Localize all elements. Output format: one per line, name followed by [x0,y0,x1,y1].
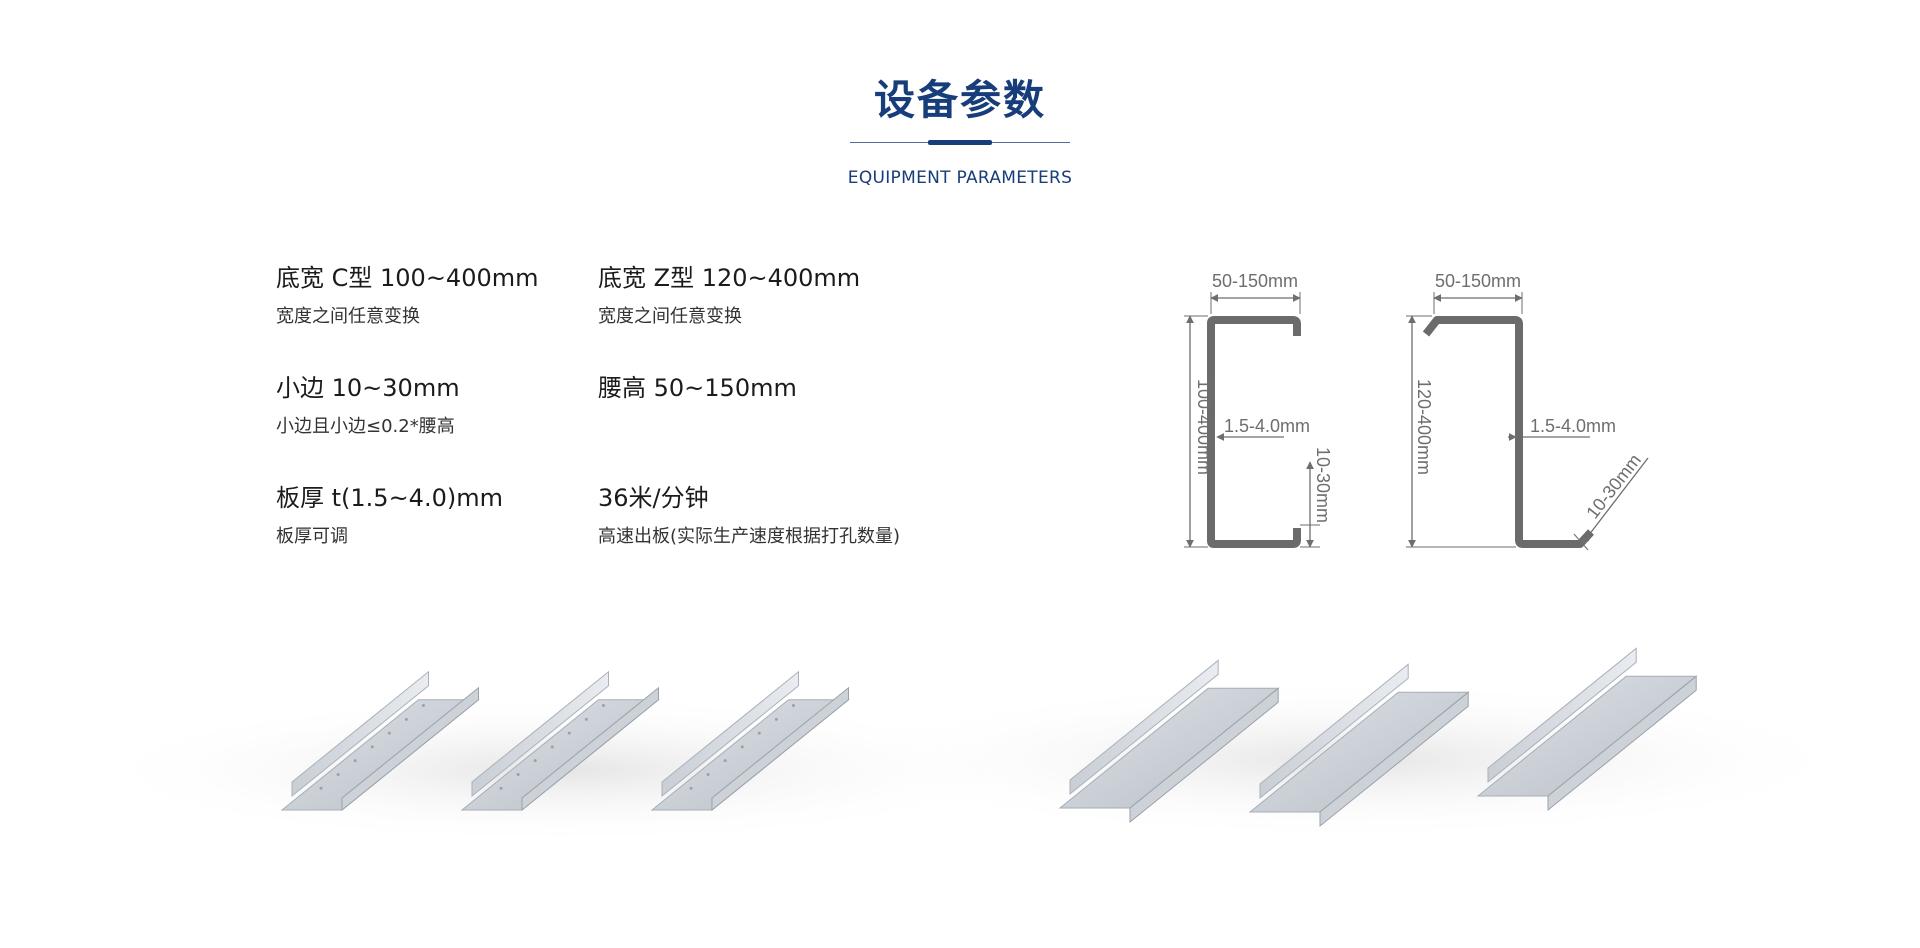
param-title: 小边 10~30mm [276,374,460,402]
channel-punch-hole [740,745,744,749]
z-lip-label: 10-30mm [1582,450,1645,522]
param-description: 宽度之间任意变换 [598,306,742,327]
channel-group [280,647,1698,828]
channel-punch-hole [723,759,727,763]
channel-front-flange [1547,675,1697,812]
channel-punch-hole [533,759,537,763]
param-web-height: 腰高 50~150mm [598,372,958,414]
param-title: 底宽 Z型 120~400mm [598,264,861,292]
channel-punch-hole [370,745,374,749]
product-showcase [0,600,1920,900]
profile-diagram: 50-150mm 100-400mm 1.5-4.0mm 10-30mm 50-… [1150,262,1710,562]
product-showcase-svg [80,647,1870,845]
divider-accent-bar [928,140,992,145]
channel-back-flange [291,670,429,798]
channel-punch-hole [421,704,425,708]
channel-punch-hole [689,786,693,790]
channel-punch-hole [387,731,391,735]
channel-front-flange [521,686,659,812]
param-z-width: 底宽 Z型 120~400mm 宽度之间任意变换 [598,262,958,330]
channel-punch-hole [774,717,778,721]
channel-punch-hole [601,704,605,708]
channel-punch-hole [516,772,520,776]
channel-front-flange [341,686,479,812]
channel-punch-hole [584,717,588,721]
page-title: 设备参数 [874,76,1046,124]
z-lip-line [1581,457,1649,545]
channel-punch-hole [499,786,503,790]
channel-back-flange [1259,663,1409,800]
channel-punch-hole [706,772,710,776]
channel-front-flange [1129,687,1279,824]
channel-punch-hole [319,786,323,790]
c-height-label: 100-400mm [1194,379,1214,475]
channel-punch-hole [791,704,795,708]
param-description: 小边且小边≤0.2*腰高 [276,416,455,437]
param-c-width: 底宽 C型 100~400mm 宽度之间任意变换 [276,262,636,330]
c-profile: 50-150mm 100-400mm 1.5-4.0mm 10-30mm [1184,271,1333,548]
z-profile: 50-150mm 120-400mm 1.5-4.0mm 10-30mm [1406,271,1649,551]
c-top-width-label: 50-150mm [1212,271,1298,291]
param-description: 板厚可调 [276,526,348,547]
channel-back-flange [661,670,799,798]
channel-punch-hole [757,731,761,735]
channel-punch-hole [353,759,357,763]
param-description: 高速出板(实际生产速度根据打孔数量) [598,526,901,547]
z-profile-shape [1422,316,1594,548]
z-top-width-label: 50-150mm [1435,271,1521,291]
channel-punch-hole [550,745,554,749]
param-title: 腰高 50~150mm [598,374,797,402]
channel-back-flange [1069,659,1219,796]
section-header: 设备参数 EQUIPMENT PARAMETERS [0,72,1920,188]
param-title: 底宽 C型 100~400mm [276,264,539,292]
channel-punch-hole [336,772,340,776]
profile-diagram-svg: 50-150mm 100-400mm 1.5-4.0mm 10-30mm 50-… [1184,271,1649,551]
channel-front-flange [711,686,849,812]
channel-punch-hole [404,717,408,721]
param-lip: 小边 10~30mm 小边且小边≤0.2*腰高 [276,372,636,440]
title-divider [850,140,1070,146]
z-thickness-label: 1.5-4.0mm [1530,416,1616,436]
param-description: 宽度之间任意变换 [276,306,420,327]
param-speed: 36米/分钟 高速出板(实际生产速度根据打孔数量) [598,482,958,550]
c-lip-label: 10-30mm [1313,447,1333,523]
c-profile-shape [1207,316,1301,548]
channel-punch-hole [567,731,571,735]
page-subtitle: EQUIPMENT PARAMETERS [847,168,1073,188]
z-extension-line [1573,533,1589,551]
z-height-label: 120-400mm [1414,379,1434,475]
channel-back-flange [1487,647,1637,784]
param-thickness: 板厚 t(1.5~4.0)mm 板厚可调 [276,482,636,550]
param-title: 板厚 t(1.5~4.0)mm [276,484,503,512]
channel-back-flange [471,670,609,798]
c-thickness-label: 1.5-4.0mm [1224,416,1310,436]
param-title: 36米/分钟 [598,484,709,512]
channel-front-flange [1319,691,1469,828]
